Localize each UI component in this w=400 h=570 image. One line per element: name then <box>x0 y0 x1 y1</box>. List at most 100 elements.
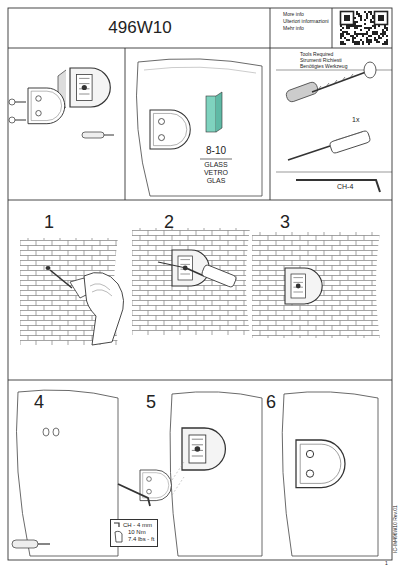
drawing-part <box>172 462 184 495</box>
drawing-part <box>356 43 358 45</box>
drawing-part <box>354 43 356 45</box>
drawing-part <box>346 31 348 33</box>
drawing-part <box>43 428 49 436</box>
drawing-part <box>384 41 386 43</box>
drawing-part <box>368 39 370 41</box>
drawing-part <box>9 99 15 105</box>
drawing-part <box>374 39 376 41</box>
drawing-part <box>12 102 26 120</box>
drawing-part <box>318 74 353 90</box>
drawing-part <box>354 41 356 43</box>
drawing-part <box>382 29 384 31</box>
glass-thickness: 8-10 <box>206 145 226 157</box>
drawing-part <box>366 13 368 15</box>
drawing-part <box>384 33 386 35</box>
step-2-screw <box>132 228 250 335</box>
drawing-part <box>374 37 376 39</box>
drawing-part <box>348 27 350 29</box>
drawing-part <box>364 23 366 25</box>
glass-label: GLAS <box>207 177 226 185</box>
drawing-part <box>158 262 186 268</box>
drawing-part <box>216 92 222 132</box>
step-number: 4 <box>34 392 44 413</box>
drawing-part <box>352 41 354 43</box>
drawing-part <box>358 41 360 43</box>
drawing-part <box>342 43 344 45</box>
drawing-part <box>356 11 358 13</box>
drawing-part <box>206 96 216 132</box>
drawing-part <box>364 27 366 29</box>
drawing-part <box>17 390 119 556</box>
drawing-part <box>362 33 364 35</box>
drawing-part <box>368 43 370 45</box>
drawing-part <box>384 43 386 45</box>
drawing-part <box>137 59 263 196</box>
drawing-part <box>282 392 378 556</box>
drawing-part <box>288 146 330 160</box>
drawing-part <box>182 428 225 470</box>
drawing-part <box>346 27 348 29</box>
frame <box>8 8 392 560</box>
drawing-part <box>342 31 344 33</box>
drawing-part <box>372 33 374 35</box>
drawing-part <box>384 27 386 29</box>
drawing-part <box>360 29 362 31</box>
drawing-part <box>144 67 256 73</box>
drawing-part <box>9 117 15 123</box>
drawing-part <box>312 72 366 92</box>
drawing-part <box>346 33 348 35</box>
drawing-part <box>370 39 372 41</box>
drawing-part <box>350 35 352 37</box>
qr-code <box>340 11 388 45</box>
drawing-part <box>360 25 362 27</box>
drawing-part <box>386 35 388 37</box>
drawing-part <box>360 19 362 21</box>
drawing-part <box>376 33 378 35</box>
drawing-part <box>170 392 262 556</box>
drawing-part <box>340 43 342 45</box>
drawing-part <box>344 31 346 33</box>
drawing-part <box>358 25 360 27</box>
drawing-part <box>296 180 380 192</box>
drawing-part <box>342 33 344 35</box>
drawing-part <box>12 540 38 548</box>
drawing-part <box>366 37 368 39</box>
tools-heading: Strumenti Richiesti <box>300 58 342 64</box>
drawing-part <box>356 33 358 35</box>
drawing-part <box>384 31 386 33</box>
drawing-part <box>118 484 150 506</box>
drawing-part <box>341 12 354 25</box>
glass-clamp <box>137 59 263 196</box>
drawing-part <box>378 41 380 43</box>
drawing-part <box>364 11 366 13</box>
drawing-part <box>378 37 380 39</box>
drawing-part <box>366 15 368 17</box>
step-4-glass <box>12 390 118 556</box>
drawing-part <box>368 41 370 43</box>
drawing-part <box>362 41 364 43</box>
drawing-part <box>342 27 344 29</box>
drawing-part <box>356 13 358 15</box>
exploded-clamp <box>9 68 114 138</box>
drawing-part <box>386 43 388 45</box>
drawing-part <box>53 428 59 436</box>
drawing-part <box>104 135 114 136</box>
drawing-part <box>374 27 376 29</box>
drawing-part <box>252 232 380 338</box>
drawing-part <box>352 39 354 41</box>
drawing-part <box>366 33 368 35</box>
drawing-part <box>340 37 342 39</box>
torque-value: 7.4 lbs - ft <box>114 536 154 543</box>
drawing-part <box>336 132 362 140</box>
drawing-part <box>370 19 372 21</box>
step-number: 3 <box>280 212 290 233</box>
drawing-part <box>380 33 382 35</box>
drawing-part <box>382 31 384 33</box>
drawing-part <box>114 523 119 527</box>
drawing-part <box>360 33 362 35</box>
drawing-part <box>296 440 345 488</box>
drawing-part <box>46 266 51 270</box>
drawing-part <box>340 29 342 31</box>
drawing-part <box>329 130 371 154</box>
drawing-part <box>360 17 362 19</box>
